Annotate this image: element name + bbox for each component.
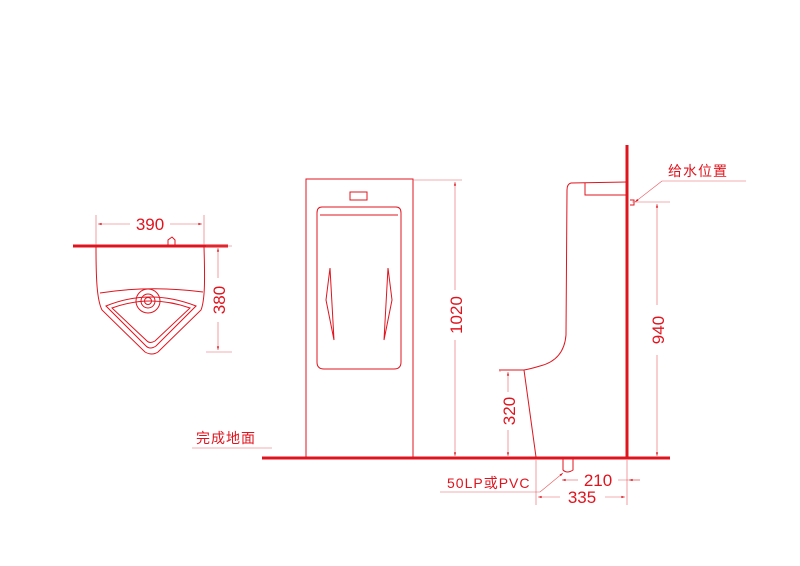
bowl-side-line-left <box>325 267 335 341</box>
urinal-side-outline <box>523 181 628 458</box>
water-inlet-stub <box>630 199 635 206</box>
leader-line <box>634 180 663 203</box>
side-view: 940 320 210 335 50LP或PVC 给水位置 <box>440 145 746 507</box>
bowl-basin-inner <box>111 300 191 343</box>
drain-center <box>144 297 152 305</box>
front-view: 1020 <box>305 178 466 459</box>
dim-width-390: 390 <box>136 215 164 234</box>
top-view: 390 380 <box>73 215 232 355</box>
drain-ring <box>135 288 161 314</box>
bowl-rim <box>99 288 204 294</box>
label-water-inlet: 给水位置 <box>668 163 728 179</box>
label-drain-pipe: 50LP或PVC <box>447 475 530 491</box>
dim-depth-380: 380 <box>210 286 229 314</box>
dim-depth-335: 335 <box>568 488 596 507</box>
drain-pipe <box>562 459 574 473</box>
dim-drain-offset-210: 210 <box>584 471 612 490</box>
bowl-side-line-right <box>383 267 393 341</box>
bowl-front <box>316 206 402 370</box>
dim-height-1020: 1020 <box>447 296 466 334</box>
dim-inlet-height-940: 940 <box>649 316 668 344</box>
leader-line <box>539 472 564 493</box>
drain-ring-inner <box>140 293 156 309</box>
flush-sensor <box>349 191 368 201</box>
bowl-outline <box>95 246 206 355</box>
dim-lip-height-320: 320 <box>500 397 519 425</box>
tank-box <box>584 183 626 196</box>
inlet-nozzle <box>167 236 176 246</box>
urinal-front-outline <box>305 178 414 459</box>
bowl-basin <box>105 296 197 349</box>
label-finished-floor: 完成地面 <box>196 430 256 446</box>
